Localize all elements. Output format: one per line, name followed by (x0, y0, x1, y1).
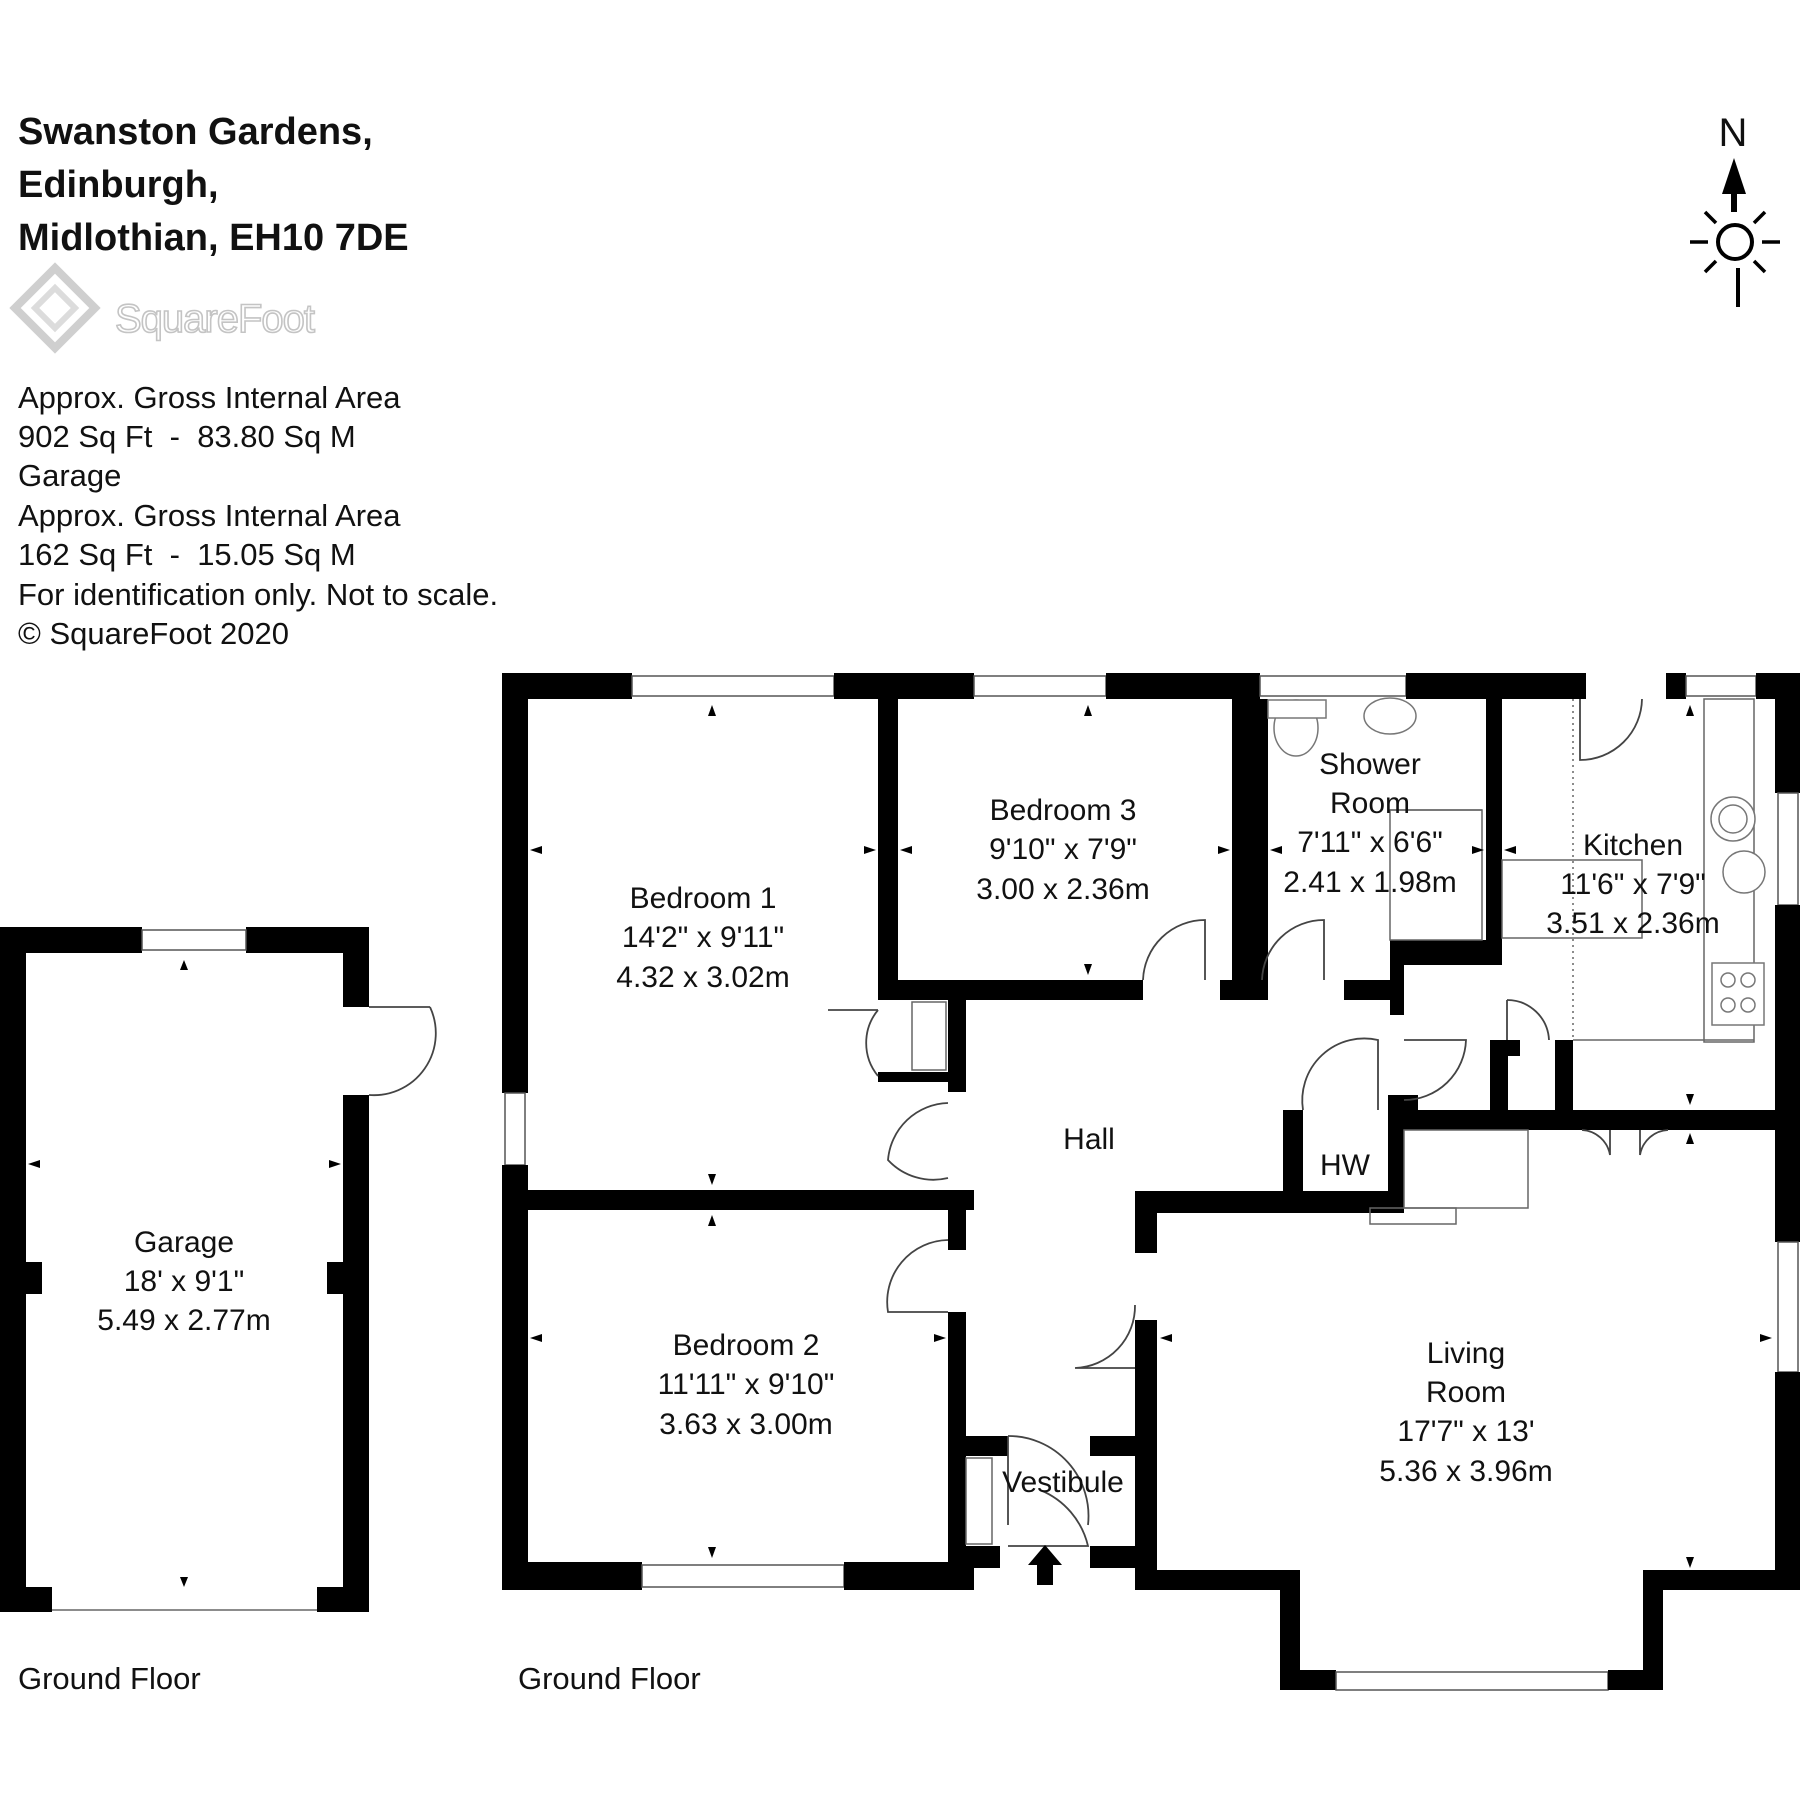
house-plan (502, 673, 1800, 1691)
living-metric: 5.36 x 3.96m (1379, 1455, 1552, 1488)
bedroom3-metric: 3.00 x 2.36m (976, 873, 1149, 906)
room-label-hw: HW (1320, 1149, 1371, 1182)
garage-metric: 5.49 x 2.77m (97, 1304, 270, 1337)
area-info-line-1: Approx. Gross Internal Area (18, 380, 401, 415)
shower-imperial: 7'11" x 6'6" (1297, 826, 1443, 859)
address-line-2: Edinburgh, (18, 164, 219, 206)
logo-wordmark: SquareFoot (115, 297, 315, 341)
garage-plan (0, 927, 437, 1612)
room-label-shower-room: Shower Room 7'11" x 6'6" 2.41 x 1.98m (1283, 748, 1456, 899)
compass-label: N (1719, 111, 1748, 155)
floor-label-garage: Ground Floor (18, 1661, 201, 1696)
address-block: Swanston Gardens, Edinburgh, Midlothian,… (18, 111, 409, 259)
bedroom1-imperial: 14'2" x 9'11" (622, 921, 784, 954)
area-info-line-3: Garage (18, 458, 121, 493)
shower-name-2: Room (1330, 787, 1410, 820)
bedroom1-name: Bedroom 1 (630, 882, 777, 915)
room-label-garage: Garage 18' x 9'1" 5.49 x 2.77m (97, 1226, 270, 1337)
room-label-kitchen: Kitchen 11'6" x 7'9" 3.51 x 2.36m (1546, 829, 1719, 940)
bedroom2-name: Bedroom 2 (673, 1329, 820, 1362)
room-label-bedroom3: Bedroom 3 9'10" x 7'9" 3.00 x 2.36m (976, 794, 1149, 906)
room-label-living-room: Living Room 17'7" x 13' 5.36 x 3.96m (1379, 1337, 1552, 1488)
bedroom2-metric: 3.63 x 3.00m (659, 1408, 832, 1441)
bedroom2-imperial: 11'11" x 9'10" (658, 1368, 835, 1401)
garage-imperial: 18' x 9'1" (124, 1265, 245, 1298)
living-name-1: Living (1427, 1337, 1505, 1370)
kitchen-imperial: 11'6" x 7'9" (1560, 868, 1706, 901)
area-info-line-2: 902 Sq Ft - 83.80 Sq M (18, 419, 356, 454)
logo-diamond-icon (9, 262, 101, 354)
room-label-vestibule: Vestibule (1002, 1466, 1124, 1499)
address-line-3: Midlothian, EH10 7DE (18, 217, 409, 259)
address-line-1: Swanston Gardens, (18, 111, 373, 153)
bedroom1-metric: 4.32 x 3.02m (616, 961, 789, 994)
shower-metric: 2.41 x 1.98m (1283, 866, 1456, 899)
area-info-line-6: For identification only. Not to scale. (18, 577, 498, 612)
living-name-2: Room (1426, 1376, 1506, 1409)
kitchen-metric: 3.51 x 2.36m (1546, 907, 1719, 940)
bedroom3-imperial: 9'10" x 7'9" (989, 833, 1137, 866)
area-info-line-4: Approx. Gross Internal Area (18, 498, 401, 533)
bedroom3-name: Bedroom 3 (990, 794, 1137, 827)
shower-name-1: Shower (1319, 748, 1421, 781)
garage-name: Garage (134, 1226, 234, 1259)
kitchen-name: Kitchen (1583, 829, 1683, 862)
living-imperial: 17'7" x 13' (1397, 1415, 1534, 1448)
area-info-line-5: 162 Sq Ft - 15.05 Sq M (18, 537, 356, 572)
room-label-hall: Hall (1063, 1123, 1115, 1156)
area-info-line-7: © SquareFoot 2020 (18, 616, 289, 651)
room-label-bedroom2: Bedroom 2 11'11" x 9'10" 3.63 x 3.00m (658, 1329, 835, 1441)
floor-label-main: Ground Floor (518, 1661, 701, 1696)
area-info: Approx. Gross Internal Area 902 Sq Ft - … (18, 380, 498, 651)
entrance-arrow-icon (1028, 1545, 1062, 1585)
north-arrow-sun-icon: N (1690, 111, 1780, 307)
room-label-bedroom1: Bedroom 1 14'2" x 9'11" 4.32 x 3.02m (616, 882, 789, 994)
squarefoot-logo: SquareFoot (9, 262, 317, 354)
